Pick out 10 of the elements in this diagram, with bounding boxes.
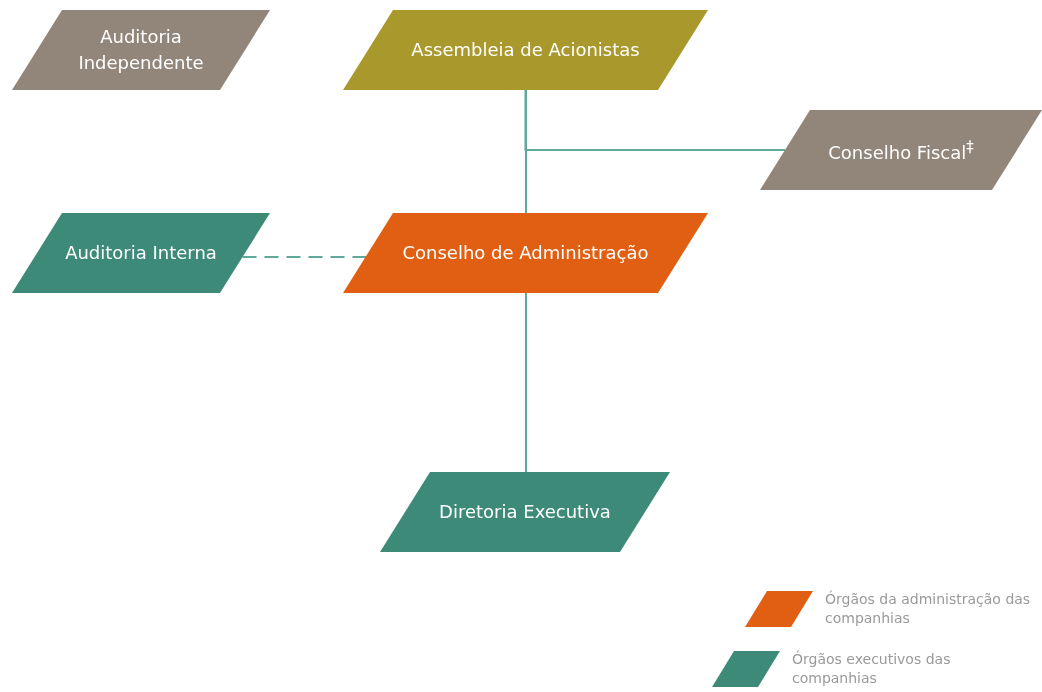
node-label: Assembleia de Acionistas <box>411 38 640 62</box>
node-label: Diretoria Executiva <box>439 500 611 524</box>
connector-line <box>525 292 527 473</box>
legend-label: Órgãos executivos das companhias <box>792 650 952 688</box>
legend-label: Órgãos da administração das companhias <box>825 590 1032 628</box>
connector-line <box>525 89 527 214</box>
node-label: Auditoria Interna <box>65 241 217 265</box>
node-label: Conselho Fiscal$^{‡}$ <box>828 137 974 165</box>
node-label: Auditoria Independente <box>77 25 205 75</box>
node-label: Conselho de Administração <box>402 241 649 265</box>
